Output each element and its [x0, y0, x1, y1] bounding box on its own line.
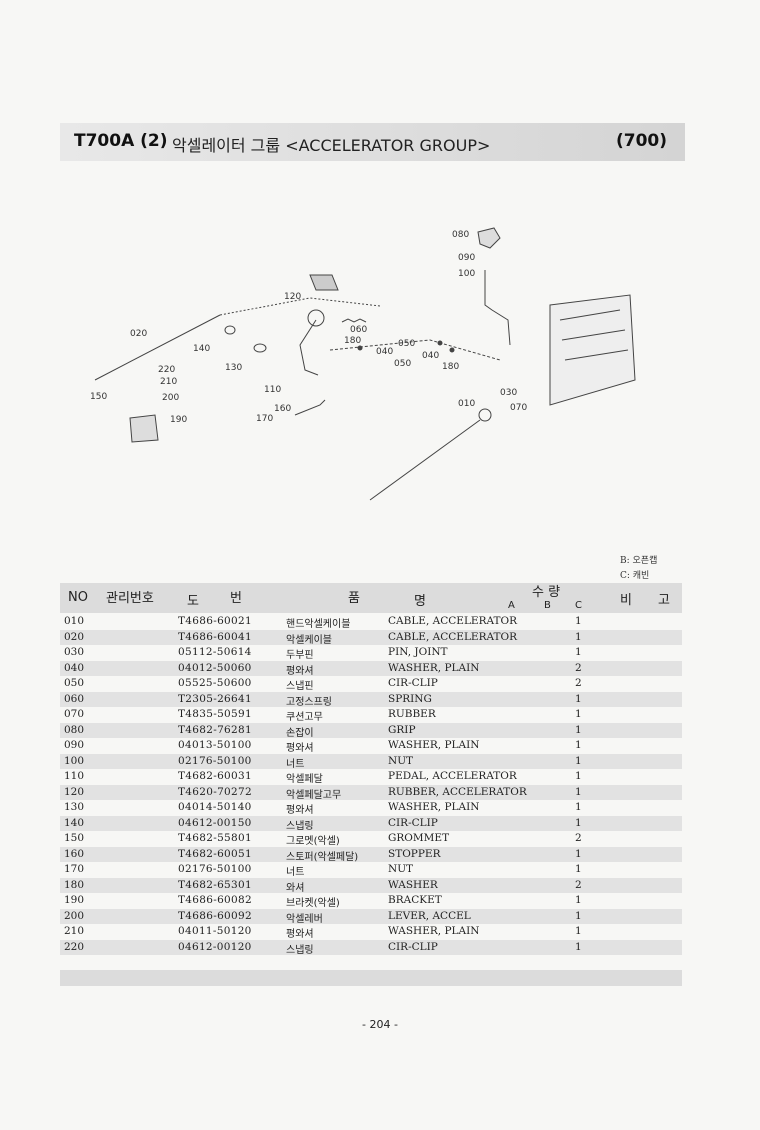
hand-lever-shaft	[484, 270, 511, 346]
bracket-190	[129, 414, 159, 443]
svg-text:150: 150	[90, 392, 107, 402]
page-code: (700)	[615, 131, 667, 151]
col-part-a: 도	[187, 594, 199, 609]
col-remark-a: 비	[620, 593, 632, 608]
pedal-110	[299, 319, 319, 376]
col-part-b: 번	[230, 591, 242, 606]
svg-text:170: 170	[256, 414, 273, 424]
svg-text:060: 060	[350, 325, 367, 335]
svg-text:120: 120	[284, 292, 301, 302]
clip-140	[224, 325, 236, 335]
svg-text:110: 110	[264, 385, 281, 395]
svg-text:180: 180	[344, 336, 361, 346]
title-bar: T700A (2) 악셀레이터 그룹 <ACCELERATOR GROUP> (…	[60, 123, 685, 161]
cable-010	[369, 419, 481, 501]
spring-060	[341, 318, 367, 323]
stopper-160	[294, 399, 326, 416]
svg-text:140: 140	[193, 344, 210, 354]
col-name-a: 품	[348, 591, 360, 606]
svg-text:130: 130	[225, 363, 242, 373]
svg-text:030: 030	[500, 388, 517, 398]
legend-c: C: 캐빈	[620, 571, 650, 581]
svg-text:190: 190	[170, 415, 187, 425]
col-qty-c: C	[575, 600, 582, 611]
svg-text:040: 040	[376, 347, 393, 357]
group-title: 악셀레이터 그룹 <ACCELERATOR GROUP>	[172, 136, 491, 155]
col-qty-a: A	[508, 600, 515, 611]
svg-text:220: 220	[158, 365, 175, 375]
cable-020	[94, 314, 221, 381]
svg-text:040: 040	[422, 351, 439, 361]
col-qty-b: B	[544, 600, 551, 611]
table-footer-band	[60, 970, 682, 986]
col-remark-b: 고	[658, 593, 670, 608]
col-no: NO	[68, 590, 88, 605]
svg-text:090: 090	[458, 253, 475, 263]
frame-bracket	[549, 294, 636, 406]
washer-130	[253, 343, 267, 353]
svg-text:210: 210	[160, 377, 177, 387]
svg-text:160: 160	[274, 404, 291, 414]
svg-text:050: 050	[398, 339, 415, 349]
svg-text:070: 070	[510, 403, 527, 413]
svg-text:020: 020	[130, 329, 147, 339]
page-number: - 204 -	[362, 1018, 398, 1031]
grip-080	[477, 227, 501, 249]
svg-text:100: 100	[458, 269, 475, 279]
svg-text:200: 200	[162, 393, 179, 403]
group-code: T700A (2)	[74, 131, 168, 151]
col-mgmt: 관리번호	[106, 591, 154, 606]
col-name-b: 명	[414, 594, 426, 609]
svg-text:010: 010	[458, 399, 475, 409]
svg-text:080: 080	[452, 230, 469, 240]
exploded-parts-diagram: 080 090 100 120 020 140 130 060 180 040 …	[90, 227, 636, 501]
legend-b: B: 오픈캡	[620, 556, 658, 566]
col-qty: 수 량	[532, 585, 561, 600]
svg-text:180: 180	[442, 362, 459, 372]
svg-text:050: 050	[394, 359, 411, 369]
pedal-rubber-120	[309, 274, 339, 291]
table-header: NO 관리번호 도 번 품 명 수 량 A B C 비 고	[60, 583, 682, 613]
